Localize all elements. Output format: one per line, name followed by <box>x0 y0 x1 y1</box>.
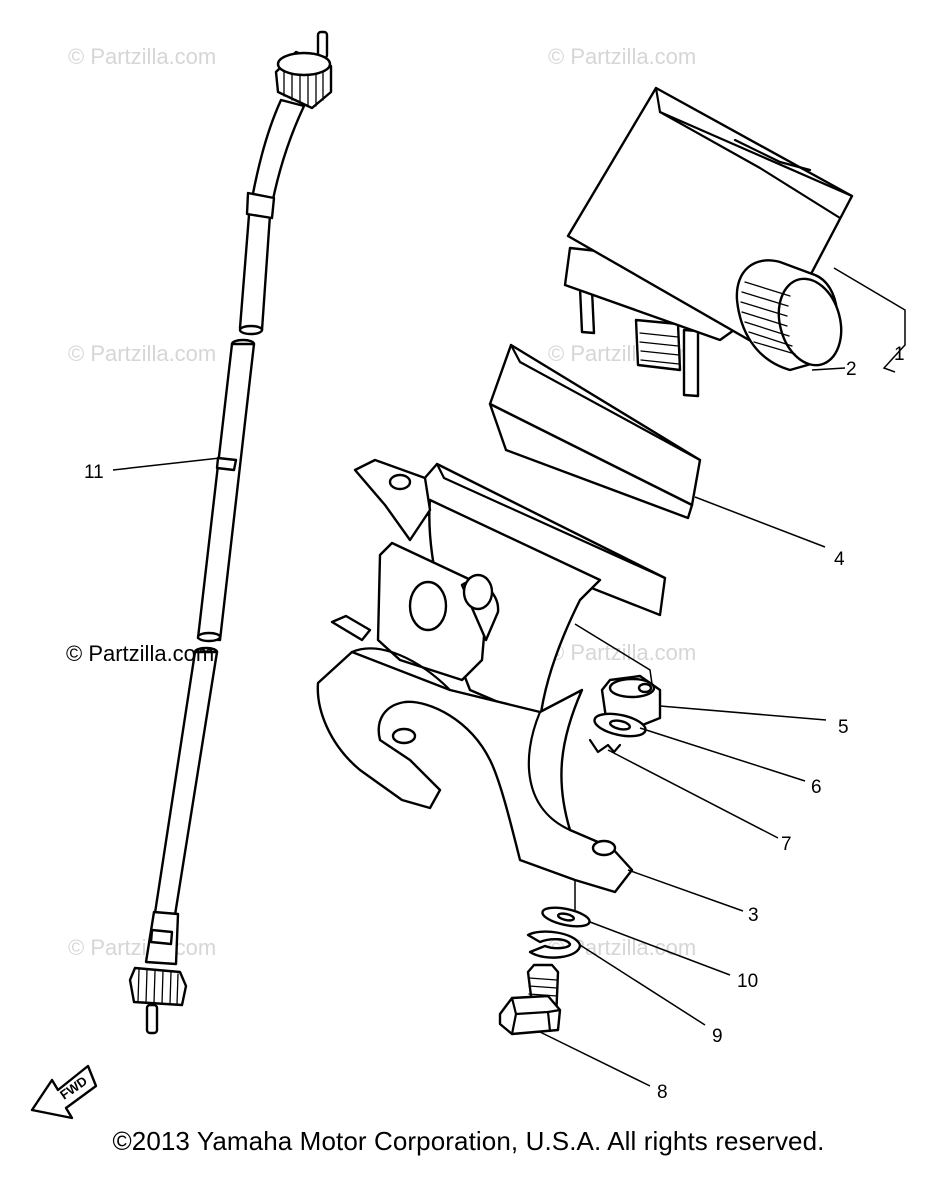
watermark: © Partzilla.com <box>68 341 216 366</box>
part-10-washer <box>541 906 591 928</box>
callout-2: 2 <box>846 359 857 380</box>
part-2-reset-knob <box>735 259 843 372</box>
callout-5: 5 <box>838 717 849 738</box>
callout-1: 1 <box>894 344 905 365</box>
watermark: © Partzilla.com <box>548 44 696 69</box>
part-4-meter-cover <box>488 343 702 520</box>
watermark: © Partzilla.com <box>68 44 216 69</box>
watermark: © Partzilla.com <box>68 935 216 960</box>
part-1-meter-assembly <box>563 86 854 398</box>
part-7-clip <box>588 738 622 754</box>
callout-7: 7 <box>781 834 792 855</box>
watermark: © Partzilla.com <box>66 641 214 666</box>
leader-lines <box>112 267 906 1087</box>
callout-10: 10 <box>737 971 758 992</box>
part-3-meter-bracket <box>316 458 667 894</box>
part-9-lock-washer <box>526 930 582 959</box>
callout-6: 6 <box>811 777 822 798</box>
callout-11: 11 <box>84 462 104 483</box>
callout-4: 4 <box>834 549 845 570</box>
fwd-arrow-icon: FWD <box>30 1064 98 1120</box>
callout-8: 8 <box>657 1082 668 1103</box>
copyright-notice: ©2013 Yamaha Motor Corporation, U.S.A. A… <box>112 1126 825 1156</box>
part-11-speedometer-cable <box>128 30 333 1035</box>
callout-9: 9 <box>712 1026 723 1047</box>
part-8-bolt <box>498 963 562 1036</box>
callout-3: 3 <box>748 905 759 926</box>
